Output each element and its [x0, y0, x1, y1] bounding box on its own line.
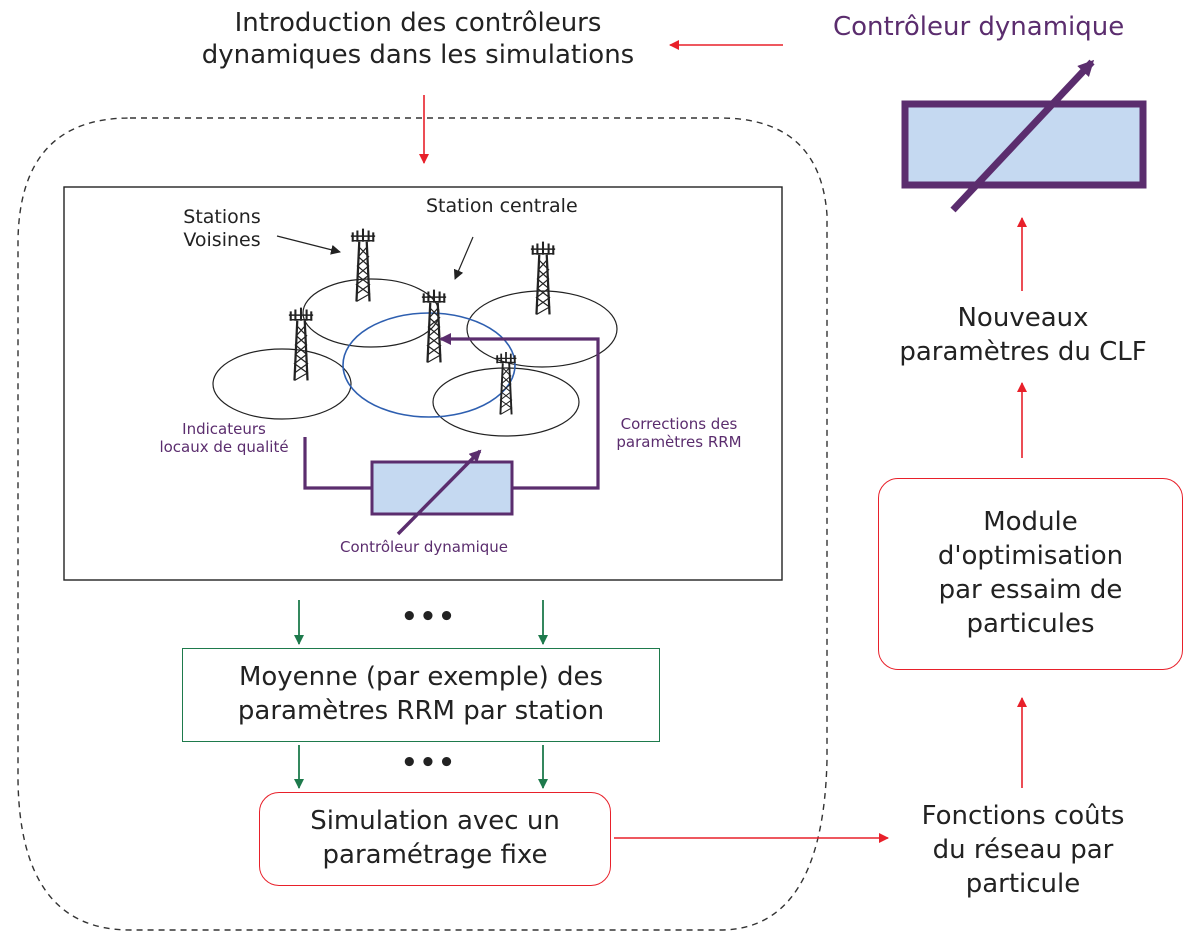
arrow-to-neighbour-station: [276, 235, 341, 255]
cell-ellipse-bottom: [432, 367, 580, 437]
ellipsis-top: •••: [401, 602, 457, 632]
corrections-label: Corrections des paramètres RRM: [604, 415, 754, 452]
simulation-line-1: Simulation avec un: [310, 806, 560, 837]
average-box: Moyenne (par exemple) des paramètres RRM…: [182, 648, 660, 742]
average-line-2: paramètres RRM par station: [237, 696, 605, 726]
stations-voisines-line-1: Stations: [183, 206, 261, 228]
feedback-loop-left: [303, 437, 372, 490]
fonctions-line-2: du réseau par: [932, 834, 1114, 865]
controller-symbol-box: [901, 100, 1147, 189]
indicateurs-line-1: Indicateurs: [182, 420, 266, 438]
simulation-line-2: paramétrage fixe: [322, 840, 548, 870]
fonctions-couts-label: Fonctions coûts du réseau par particule: [888, 800, 1158, 901]
fonctions-line-3: particule: [965, 868, 1081, 899]
corrections-line-2: paramètres RRM: [616, 433, 742, 452]
optimisation-module-box: Module d'optimisation par essaim de part…: [878, 478, 1183, 670]
title-line-1: Introduction des contrôleurs: [234, 8, 602, 38]
indicateurs-line-2: locaux de qualité: [159, 438, 289, 457]
diagram-title: Introduction des contrôleurs dynamiques …: [118, 8, 718, 71]
nouveaux-parametres-label: Nouveaux paramètres du CLF: [868, 302, 1178, 370]
controller-top-label: Contrôleur dynamique: [833, 12, 1125, 42]
module-line-2: d'optimisation: [937, 541, 1124, 572]
title-line-2: dynamiques dans les simulations: [201, 39, 635, 70]
cell-ellipse-left: [212, 348, 352, 420]
ellipsis-bottom: •••: [401, 748, 457, 778]
indicateurs-label: Indicateurs locaux de qualité: [150, 420, 298, 457]
module-line-1: Module: [983, 507, 1078, 538]
module-line-4: particules: [966, 608, 1095, 639]
fonctions-line-1: Fonctions coûts: [921, 801, 1125, 831]
module-line-3: par essaim de: [938, 575, 1123, 605]
cell-ellipse-right: [466, 290, 618, 368]
stations-voisines-line-2: Voisines: [183, 229, 261, 252]
feedback-loop-right: [439, 333, 600, 490]
nouveaux-line-2: paramètres du CLF: [899, 336, 1147, 367]
inset-controller-arrow: [396, 449, 482, 536]
inset-controller-label: Contrôleur dynamique: [340, 538, 509, 556]
controller-symbol-arrow: [950, 59, 1095, 213]
nouveaux-line-1: Nouveaux: [957, 303, 1089, 333]
dashed-simulation-region: [17, 117, 828, 931]
stations-voisines-label: Stations Voisines: [168, 206, 276, 252]
corrections-line-1: Corrections des: [620, 415, 738, 433]
inset-controller-box: [370, 460, 514, 516]
simulation-box: Simulation avec un paramétrage fixe: [259, 792, 611, 886]
station-centrale-label: Station centrale: [426, 195, 578, 217]
average-line-1: Moyenne (par exemple) des: [238, 662, 604, 693]
arrow-to-central-station: [453, 236, 474, 280]
